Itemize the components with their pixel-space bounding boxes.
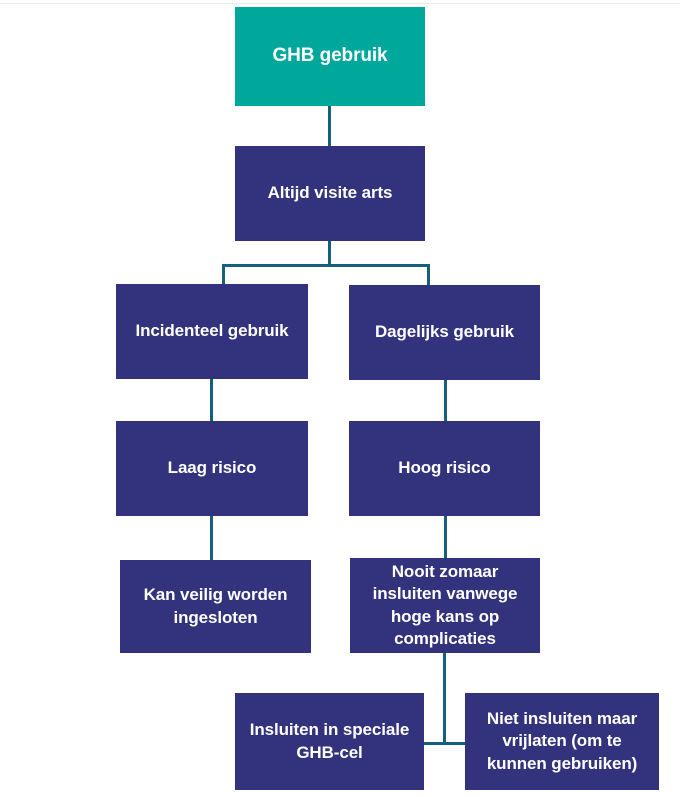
connector-visite-to-split bbox=[328, 241, 331, 267]
node-label-ghb-gebruik: GHB gebruik bbox=[272, 45, 388, 67]
node-label-altijd-visite-arts: Altijd visite arts bbox=[267, 183, 393, 203]
node-insluiten-in-speciale-ghb-cel: Insluiten in speciale GHB-cel bbox=[235, 693, 424, 790]
node-label-insluiten-in-speciale-ghb-cel: Insluiten in speciale GHB-cel bbox=[249, 720, 410, 762]
node-ghb-gebruik: GHB gebruik bbox=[235, 7, 425, 106]
node-altijd-visite-arts: Altijd visite arts bbox=[235, 146, 425, 241]
node-laag-risico: Laag risico bbox=[116, 421, 308, 516]
node-label-incidenteel-gebruik: Incidenteel gebruik bbox=[135, 321, 289, 341]
connector-branch-bar bbox=[222, 264, 430, 267]
connector-laag-to-kanveilig bbox=[210, 516, 213, 561]
node-label-nooit-zomaar-insluiten: Nooit zomaar insluiten vanwege hoge kans… bbox=[372, 562, 518, 648]
node-kan-veilig-worden-ingesloten: Kan veilig worden ingesloten bbox=[120, 560, 311, 653]
connector-incidenteel-to-laag bbox=[210, 379, 213, 422]
node-incidenteel-gebruik: Incidenteel gebruik bbox=[116, 284, 308, 379]
node-label-niet-insluiten-maar-vrijlaten: Niet insluiten maar vrijlaten (om te kun… bbox=[486, 709, 638, 773]
node-niet-insluiten-maar-vrijlaten: Niet insluiten maar vrijlaten (om te kun… bbox=[465, 693, 659, 790]
node-label-hoog-risico: Hoog risico bbox=[398, 458, 491, 478]
node-nooit-zomaar-insluiten: Nooit zomaar insluiten vanwege hoge kans… bbox=[350, 558, 540, 653]
node-hoog-risico: Hoog risico bbox=[349, 421, 540, 516]
connector-hoog-to-nooit bbox=[444, 516, 447, 559]
node-label-kan-veilig-worden-ingesloten: Kan veilig worden ingesloten bbox=[143, 585, 288, 627]
connector-bar-to-dagelijks bbox=[427, 264, 430, 286]
top-divider-rule bbox=[0, 3, 680, 4]
connector-dagelijks-to-hoog bbox=[444, 380, 447, 422]
connector-nooit-to-split bbox=[443, 653, 446, 744]
node-label-dagelijks-gebruik: Dagelijks gebruik bbox=[374, 322, 515, 342]
connector-bar-to-incidenteel bbox=[222, 264, 225, 286]
node-label-laag-risico: Laag risico bbox=[167, 458, 257, 478]
node-dagelijks-gebruik: Dagelijks gebruik bbox=[349, 285, 540, 380]
connector-root-to-visite bbox=[328, 106, 331, 146]
connector-bottom-bar bbox=[412, 742, 477, 745]
